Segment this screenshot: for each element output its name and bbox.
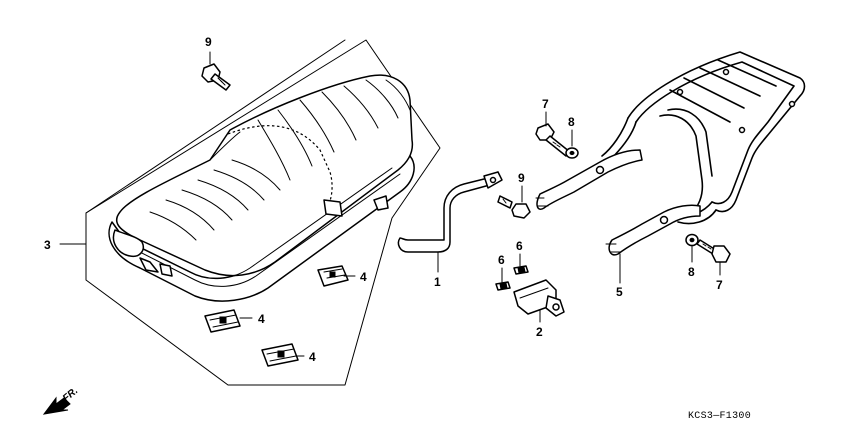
callout-7-upper: 7: [542, 97, 549, 111]
front-direction-indicator: FR.: [42, 386, 80, 415]
callout-7-lower: 7: [716, 278, 723, 292]
callout-8-lower: 8: [688, 265, 695, 279]
rear-carrier: [535, 51, 806, 256]
washer-8-upper: [565, 147, 579, 159]
callout-4-middle: 4: [258, 312, 265, 326]
screw-6-left: [495, 281, 511, 291]
screw-6-right: [513, 265, 529, 275]
flange-bolt-9-upper: [201, 63, 231, 91]
front-arrow-icon: [42, 396, 71, 415]
leader-lines: [59, 51, 721, 357]
callout-8-upper: 8: [568, 115, 575, 129]
bolt-7-upper: [535, 123, 571, 157]
callout-3: 3: [44, 238, 51, 252]
rubber-cushion-1: [317, 265, 349, 287]
seat-assembly: [108, 74, 415, 302]
callout-6-left: 6: [498, 253, 505, 267]
bolt-7-lower: [696, 239, 731, 263]
callout-1: 1: [434, 275, 441, 289]
rubber-cushion-3: [261, 343, 299, 367]
callout-4-lower: 4: [309, 350, 316, 364]
rubber-cushion-2: [204, 309, 241, 333]
grab-rail-bracket: [397, 171, 503, 253]
seat-ribs: [149, 79, 411, 241]
callout-9-upper: 9: [205, 35, 212, 49]
callout-9-middle: 9: [518, 171, 525, 185]
callout-2: 2: [536, 325, 543, 339]
washer-8-lower: [685, 233, 699, 247]
flange-bolt-9-middle: [497, 195, 531, 219]
seat-group-boundary-edge: [85, 39, 346, 214]
seat-lock: [513, 279, 565, 317]
callout-6-right: 6: [516, 239, 523, 253]
seat-group-boundary: [85, 39, 441, 386]
callout-4-upper: 4: [360, 270, 367, 284]
diagram-code: KCS3—F1300: [688, 411, 751, 422]
callout-5: 5: [616, 285, 623, 299]
